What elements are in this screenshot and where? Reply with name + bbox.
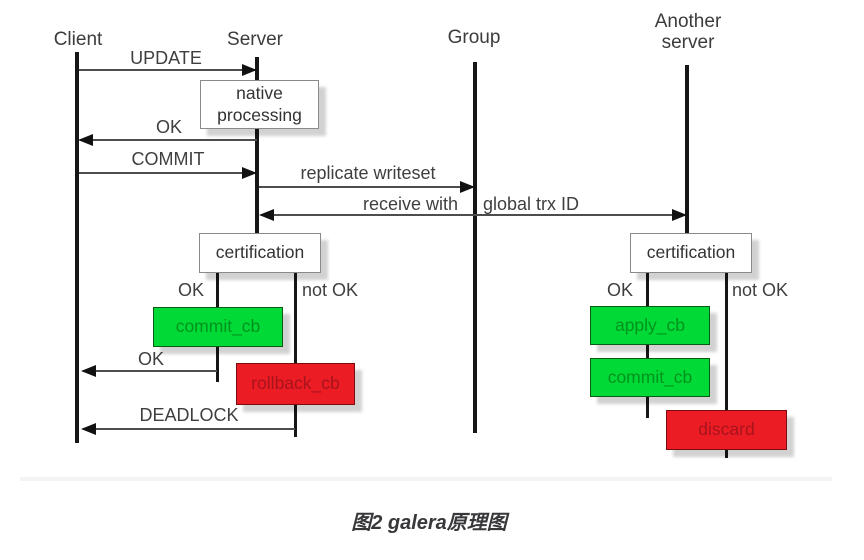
- arrowhead-right-icon: [242, 64, 257, 76]
- commit-arrow: [79, 167, 257, 179]
- discard-box: discard: [666, 410, 787, 450]
- ok-native-label: OK: [155, 117, 183, 137]
- arrowhead-left-icon: [81, 423, 96, 435]
- ok-commit-arrow: [81, 365, 217, 377]
- another-ok-branch-label: OK: [607, 280, 634, 300]
- arrowhead-right-icon: [672, 209, 687, 221]
- commit-label: COMMIT: [131, 149, 205, 169]
- update-label: UPDATE: [130, 48, 202, 68]
- native-processing-line2: processing: [217, 104, 302, 125]
- figure-caption: 图2 galera原理图: [351, 512, 507, 534]
- server-not-ok-branch-label: not OK: [302, 280, 359, 300]
- actor-label-group: Group: [447, 27, 501, 48]
- native-processing-line1: native: [236, 82, 283, 103]
- native-processing-box: native processing: [200, 80, 319, 129]
- commit-cb-another-box: commit_cb: [590, 358, 710, 397]
- group-lifeline: [473, 62, 477, 433]
- actor-label-another-line1: Another: [654, 11, 722, 32]
- client-lifeline: [75, 52, 79, 443]
- replicate-writeset-arrow: [259, 181, 475, 193]
- rollback-cb-box: rollback_cb: [236, 363, 355, 405]
- actor-label-another-line2: server: [661, 31, 715, 53]
- certification-server-text: certification: [215, 242, 305, 263]
- ok-native-arrow: [78, 134, 257, 146]
- apply-cb-text: apply_cb: [614, 314, 686, 335]
- rollback-cb-text: rollback_cb: [251, 373, 340, 394]
- another-not-ok-branch-line: [725, 271, 728, 458]
- arrowhead-left-icon: [78, 134, 93, 146]
- arrowhead-right-icon: [242, 167, 257, 179]
- ok-commit-label: OK: [137, 349, 165, 369]
- apply-cb-box: apply_cb: [590, 306, 710, 345]
- arrowhead-left-icon: [259, 209, 274, 221]
- commit-cb-server-box: commit_cb: [153, 307, 283, 347]
- server-not-ok-branch-line: [294, 271, 297, 437]
- actor-label-client: Client: [53, 29, 103, 50]
- discard-text: discard: [698, 419, 755, 440]
- receive-global-trx-arrow: [259, 209, 687, 221]
- receive-with-label: receive with: [363, 194, 459, 214]
- certification-server-box: certification: [199, 233, 321, 273]
- deadlock-label: DEADLOCK: [139, 405, 239, 425]
- actor-label-another-server: Another server: [654, 11, 722, 54]
- certification-another-box: certification: [630, 233, 752, 273]
- update-arrow: [79, 64, 257, 76]
- another-server-lifeline: [685, 65, 689, 235]
- certification-another-text: certification: [646, 242, 736, 263]
- another-not-ok-branch-label: not OK: [732, 280, 789, 300]
- commit-cb-another-text: commit_cb: [607, 366, 693, 387]
- actor-label-server: Server: [227, 29, 283, 50]
- deadlock-arrow: [81, 423, 295, 435]
- page-divider: [20, 477, 832, 481]
- replicate-writeset-label: replicate writeset: [300, 163, 436, 183]
- server-lifeline: [255, 57, 259, 235]
- arrowhead-left-icon: [81, 365, 96, 377]
- commit-cb-server-text: commit_cb: [175, 316, 261, 337]
- server-ok-branch-label: OK: [178, 280, 205, 300]
- global-trx-id-label: global trx ID: [483, 194, 580, 214]
- arrowhead-right-icon: [460, 181, 475, 193]
